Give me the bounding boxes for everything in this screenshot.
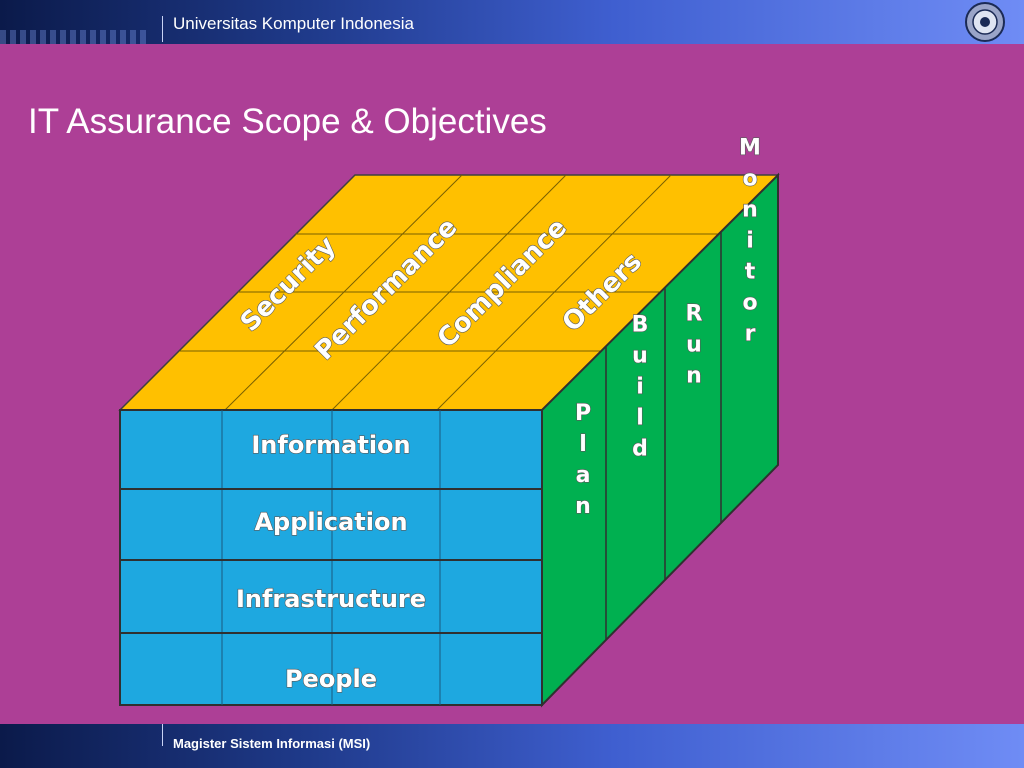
front-label-information: Information [251, 431, 410, 459]
side-face-columns [605, 231, 722, 640]
front-label-people: People [285, 665, 377, 693]
front-face-rows [120, 488, 542, 634]
cube-side-face [541, 172, 779, 708]
slide-title: IT Assurance Scope & Objectives [28, 102, 547, 141]
front-label-application: Application [254, 508, 407, 536]
program-name: Magister Sistem Informasi (MSI) [173, 736, 371, 751]
front-label-infrastructure: Infrastructure [236, 585, 426, 613]
university-seal-icon [965, 2, 1005, 42]
header-decoration [0, 30, 150, 44]
footer-divider [162, 724, 163, 746]
front-face-grid [221, 410, 441, 705]
side-label-build: Build [628, 313, 653, 468]
footer-bar [0, 724, 1024, 768]
top-face-grid [180, 174, 719, 411]
header-divider [162, 16, 163, 42]
institution-name: Universitas Komputer Indonesia [173, 14, 414, 33]
side-label-plan: Plan [571, 401, 596, 525]
header-bar [0, 0, 1024, 44]
side-label-monitor: Monitor [738, 136, 763, 353]
side-label-run: Run [682, 302, 707, 395]
